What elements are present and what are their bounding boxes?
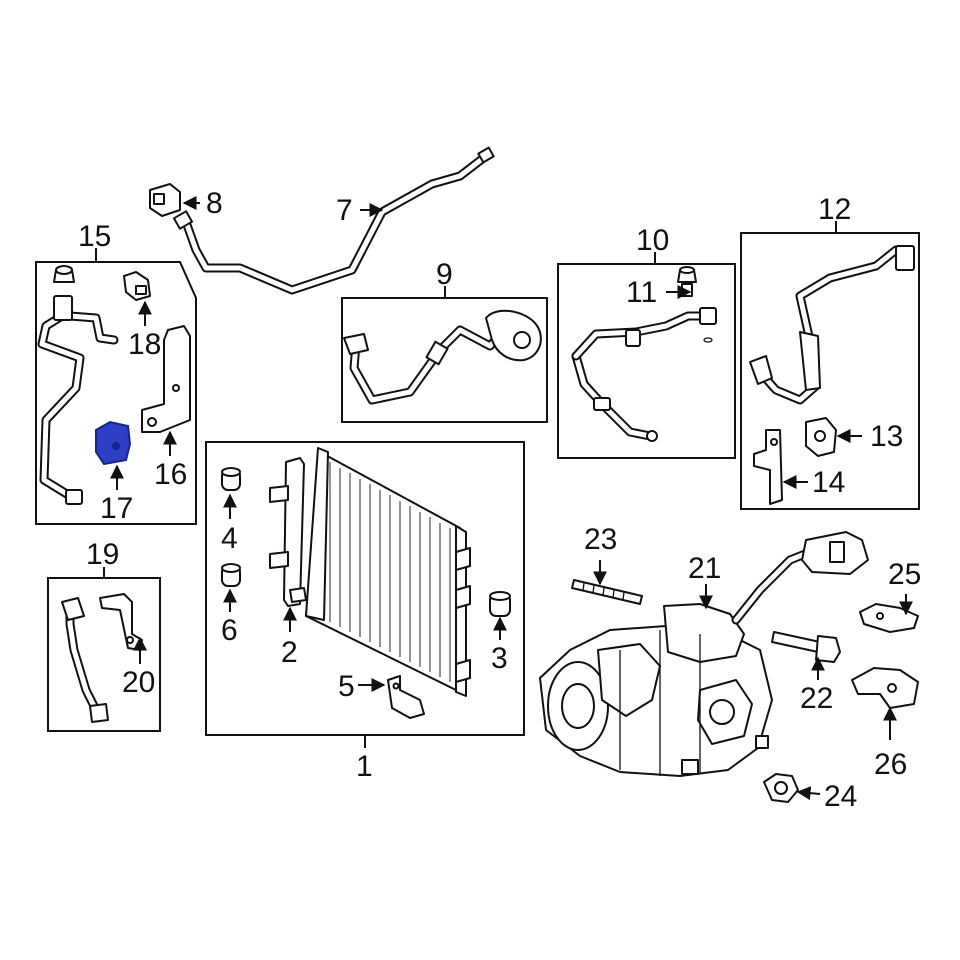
part-19-line	[61, 597, 109, 723]
callout-13: 13	[870, 420, 903, 453]
callout-26: 26	[874, 748, 907, 781]
callout-1: 1	[356, 750, 373, 783]
callout-20: 20	[122, 666, 155, 699]
part-1-condenser	[305, 447, 471, 697]
callout-12: 12	[818, 193, 851, 226]
callout-8: 8	[206, 187, 223, 220]
part-5-bracket	[387, 675, 425, 719]
part-2-receiver-drier	[269, 457, 307, 607]
callout-6: 6	[221, 614, 238, 647]
part-26-bracket	[851, 667, 919, 709]
frame-10	[557, 263, 736, 459]
part-23-stud	[571, 579, 643, 605]
callout-24: 24	[824, 780, 857, 813]
part-8-connector	[149, 183, 181, 217]
part-9-hose	[343, 309, 542, 405]
part-17-bracket-highlighted	[95, 420, 132, 466]
frame-12	[740, 232, 920, 510]
part-7-liquid-line	[172, 146, 495, 295]
callout-11: 11	[626, 276, 657, 309]
callout-10: 10	[636, 224, 669, 257]
part-6-bushing	[221, 563, 241, 587]
callout-labels: 8 7 15 18 16 17 9 10 11 12 13 14 4 6 2 3…	[78, 187, 921, 813]
part-13-clip	[805, 417, 837, 457]
callout-5: 5	[338, 670, 355, 703]
callout-15: 15	[78, 220, 111, 253]
part-12-hose	[749, 245, 915, 405]
callout-3: 3	[491, 642, 508, 675]
part-16-bracket	[141, 325, 191, 433]
callout-7: 7	[336, 194, 353, 227]
callout-18: 18	[128, 328, 161, 361]
part-18-sensor	[123, 271, 151, 301]
part-25-bracket	[859, 603, 919, 633]
callout-16: 16	[154, 458, 187, 491]
callout-23: 23	[584, 523, 617, 556]
part-15-line	[37, 265, 119, 505]
callout-25: 25	[888, 558, 921, 591]
part-10-hose	[571, 307, 717, 442]
part-24-nut	[763, 773, 799, 803]
part-14-bracket	[753, 429, 783, 505]
frame-15	[35, 261, 197, 525]
highlighted-part-shape	[95, 420, 132, 466]
part-4-bushing	[221, 467, 241, 491]
part-20-bracket	[99, 593, 143, 651]
callout-21: 21	[688, 552, 721, 585]
callout-9: 9	[436, 258, 453, 291]
callout-17: 17	[100, 492, 133, 525]
part-3-bushing	[489, 591, 511, 617]
leader-lines	[95, 196, 913, 801]
callout-19: 19	[86, 538, 119, 571]
callout-22: 22	[800, 682, 833, 715]
callout-4: 4	[221, 522, 238, 555]
callout-2: 2	[281, 636, 298, 669]
callout-14: 14	[812, 466, 845, 499]
part-21-compressor	[539, 531, 869, 777]
part-22-bolt	[771, 631, 841, 663]
